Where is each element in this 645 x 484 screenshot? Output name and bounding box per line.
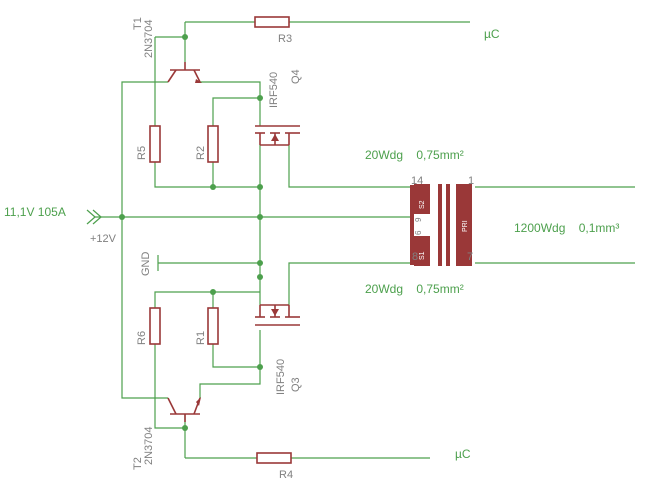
core-bar-right (446, 184, 450, 266)
label-t1-type: 2N3704 (143, 19, 155, 58)
label-winding-primary: 1200Wdg 0,1mm³ (514, 221, 619, 235)
wire-r5-bottom (154, 162, 260, 188)
winding-primary (456, 184, 472, 266)
junction-dot (257, 95, 263, 101)
t1-lead-left (167, 69, 177, 83)
junction-dot (257, 364, 263, 370)
junction-dot (119, 214, 125, 220)
label-t2-name: T2 (132, 457, 144, 470)
transistor-t2 (167, 397, 201, 422)
label-gnd: GND (140, 252, 152, 277)
transistor-t1 (167, 62, 202, 83)
pin-label-pri: PRI (462, 220, 469, 232)
junctions (119, 34, 263, 431)
wire-r2-top (212, 97, 260, 126)
mosfet-q4 (255, 125, 300, 146)
wire-q3-drain (288, 262, 410, 305)
resistor-r2 (207, 125, 219, 163)
junction-dot (257, 274, 263, 280)
t1-lead-right (193, 69, 201, 83)
label-uc-top: µC (484, 27, 500, 41)
label-r3: R3 (278, 33, 292, 45)
junction-dot (257, 260, 263, 266)
resistor-r4 (256, 452, 292, 464)
wire-t2-emitter (199, 367, 261, 398)
pin-label-8: 8 (412, 251, 418, 263)
label-winding-top: 20Wdg 0,75mm² (365, 148, 464, 162)
q3-arrow (271, 309, 279, 316)
label-t1-name: T1 (132, 17, 144, 30)
t2-lead-left (167, 397, 177, 415)
pin-label-9: 9 (414, 217, 423, 222)
junction-dot (210, 184, 216, 190)
label-q4-name: Q4 (290, 69, 302, 84)
junction-dot (182, 425, 188, 431)
label-q4-type: IRF540 (268, 72, 280, 108)
resistor-r5 (149, 125, 161, 163)
wire-r1-bottom (212, 344, 260, 368)
label-t2-type: 2N3704 (143, 426, 155, 465)
label-q3-type: IRF540 (275, 359, 287, 395)
winding-s2 (414, 184, 430, 214)
wire-q4-drain (288, 145, 410, 188)
label-r2: R2 (195, 146, 207, 160)
transformer: S2 S1 PRI 9 6 (410, 184, 472, 266)
label-winding-bottom: 20Wdg 0,75mm² (365, 282, 464, 296)
pin-label-s2: S2 (419, 200, 426, 209)
t2-emitter-arrow (196, 397, 201, 406)
label-uc-bottom: µC (455, 447, 471, 461)
label-r4: R4 (279, 469, 293, 481)
supply-arrow-icon (86, 209, 102, 225)
label-plus12v: +12V (90, 233, 117, 245)
wire-12v-rail (121, 81, 168, 399)
pin-label-6: 6 (414, 230, 423, 235)
wires (95, 21, 635, 459)
q4-arrow (271, 134, 279, 141)
wire-r6-bottom (154, 344, 185, 429)
t1-emitter-arrow (195, 79, 202, 83)
pin-label-14: 14 (411, 175, 423, 187)
resistor-r1 (207, 307, 219, 345)
junction-dot (257, 214, 263, 220)
pin-label-7: 7 (467, 251, 473, 263)
label-r5: R5 (136, 146, 148, 160)
secondary-connector (410, 185, 414, 265)
resistors (149, 16, 292, 464)
label-supply: 11,1V 105A (4, 205, 66, 219)
junction-dot (210, 289, 216, 295)
wire-r6-top (154, 291, 260, 308)
resistor-r6 (149, 307, 161, 345)
label-r1: R1 (195, 331, 207, 345)
core-bar-left (438, 184, 442, 266)
resistor-r3 (254, 16, 290, 28)
wire-t1-emitter (200, 81, 261, 98)
winding-s1 (414, 236, 430, 266)
mosfet-q3 (255, 304, 300, 326)
junction-dot (182, 34, 188, 40)
label-q3-name: Q3 (290, 377, 302, 392)
pin-label-1: 1 (468, 175, 474, 187)
pin-label-s1: S1 (419, 251, 426, 260)
junction-dot (257, 184, 263, 190)
label-r6: R6 (136, 331, 148, 345)
